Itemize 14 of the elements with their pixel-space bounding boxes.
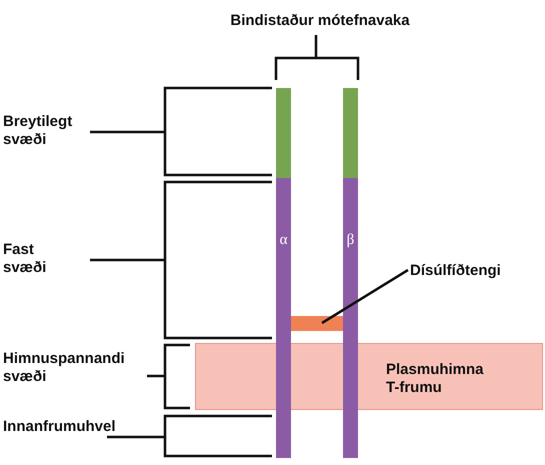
chain-symbol: β: [346, 232, 354, 248]
region-label: Breytilegt svæði: [3, 113, 72, 148]
leader-line: [321, 268, 409, 324]
receptor-chain: [343, 88, 358, 458]
region-label: Bindistaður mótefnavaka: [230, 12, 410, 29]
callout-label: Dísúlfíðtengi: [410, 262, 501, 279]
disulfide-bond-bar: [291, 316, 343, 331]
chain-symbol: α: [280, 232, 288, 248]
receptor-chain: [276, 88, 291, 458]
region-label: Innanfrumuhvel: [3, 418, 116, 435]
membrane-label: Plasmuhimna T-frumu: [386, 361, 485, 397]
region-label: Himnuspannandi svæði: [3, 350, 125, 385]
region-label: Fast svæði: [3, 241, 46, 276]
membrane-band: [195, 343, 543, 410]
